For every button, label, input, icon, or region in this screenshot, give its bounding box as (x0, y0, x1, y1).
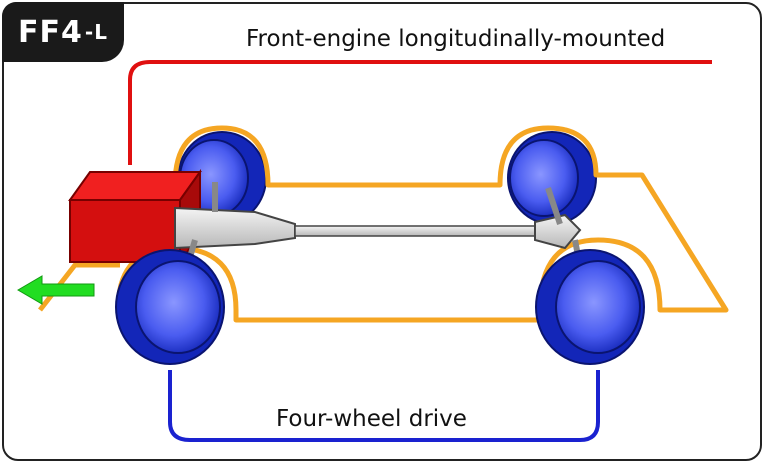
engine-layout-label: Front-engine longitudinally-mounted (246, 26, 666, 52)
badge-code: FF4 (18, 14, 83, 50)
drive-callout-line (168, 370, 600, 442)
diagram-frame (2, 2, 762, 461)
front-right-wheel (535, 249, 645, 365)
front-left-wheel (115, 249, 225, 365)
badge-suffix: -L (84, 20, 108, 44)
layout-code-badge: FF4-L (2, 2, 124, 62)
rear-right-wheel (507, 131, 597, 225)
engine-callout-line (128, 60, 712, 165)
direction-arrow (17, 275, 95, 305)
drive-type-label: Four-wheel drive (276, 406, 467, 432)
